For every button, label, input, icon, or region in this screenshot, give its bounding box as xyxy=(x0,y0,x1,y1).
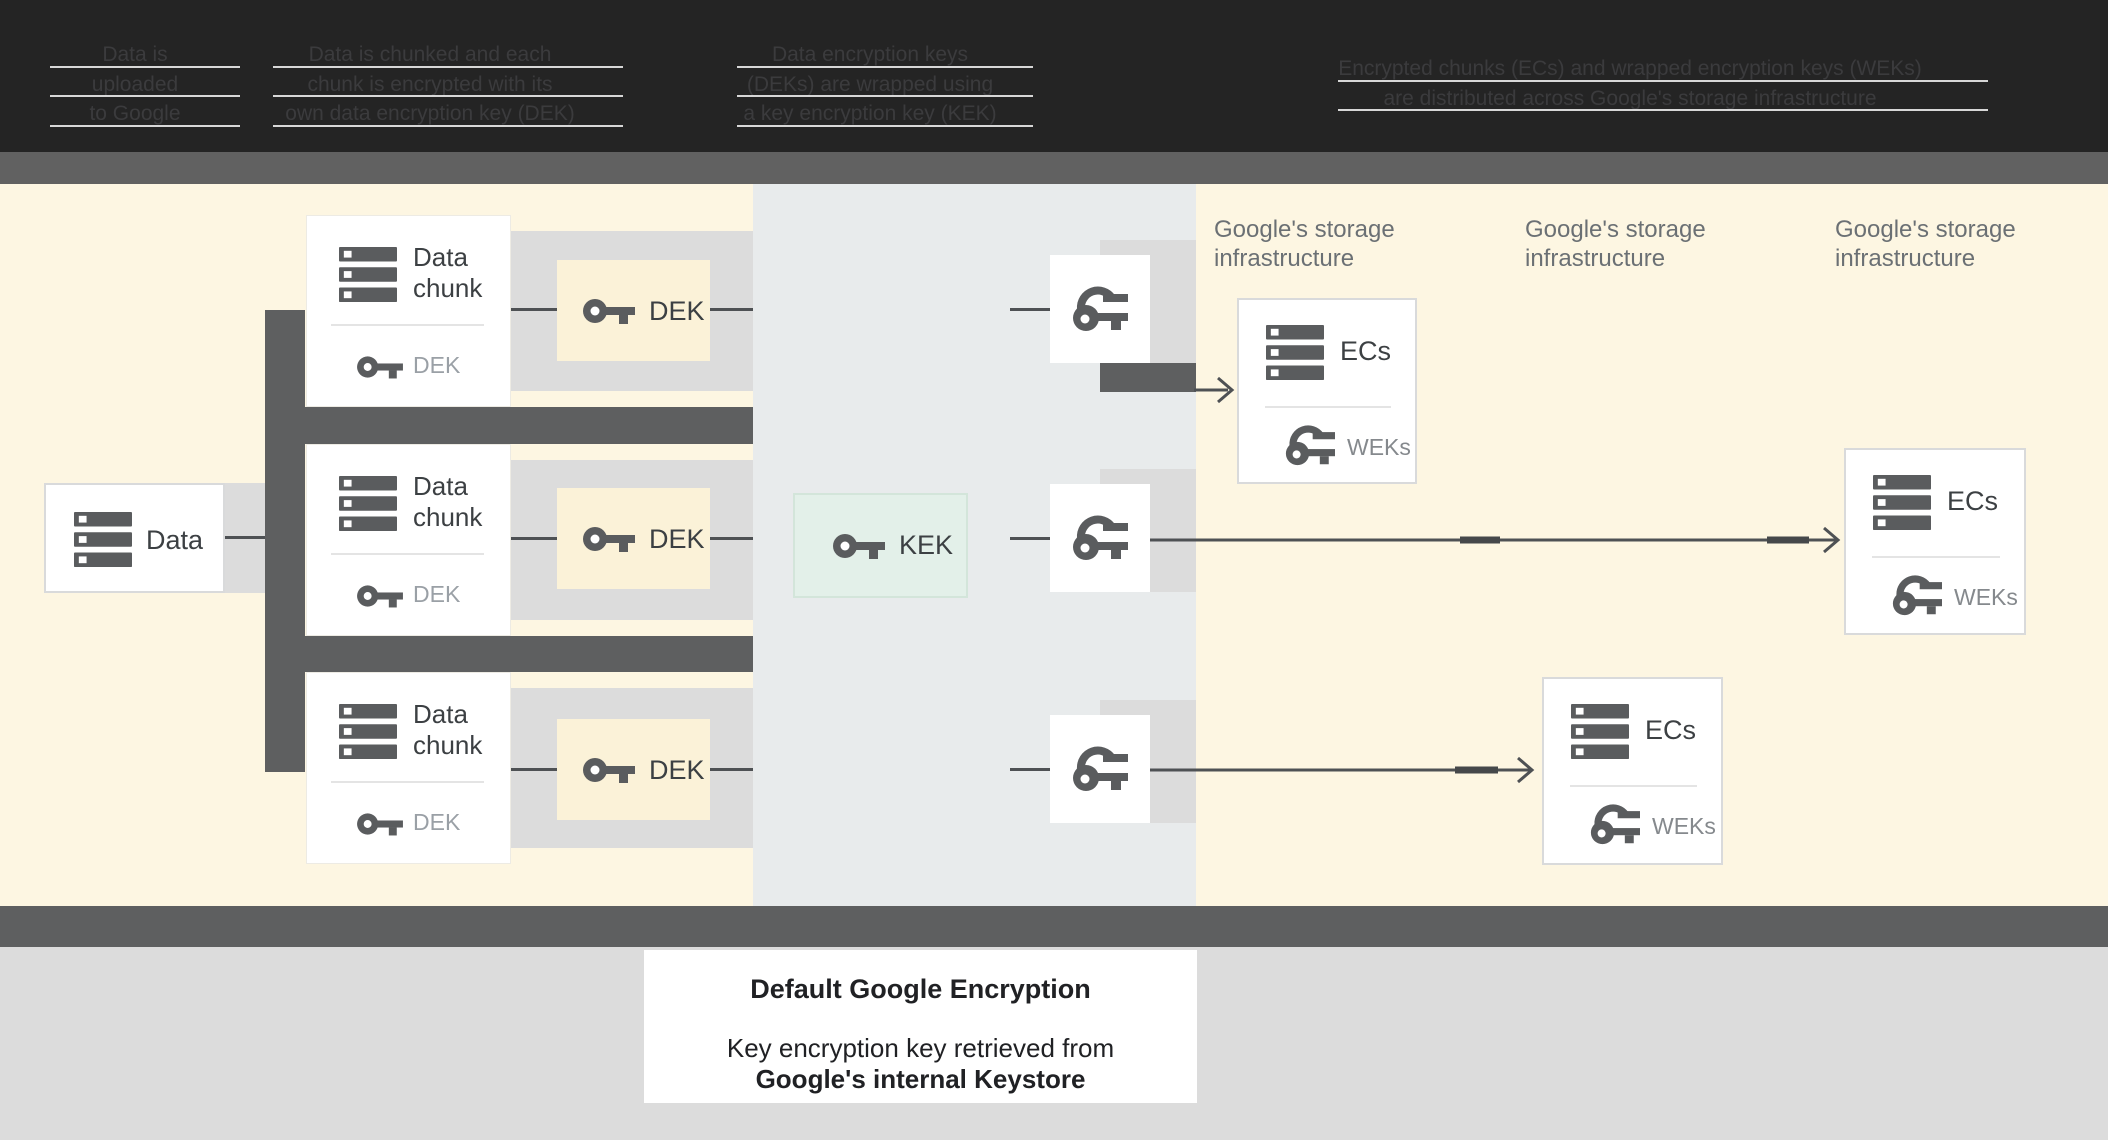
header-step-1-line-1: Data is xyxy=(40,40,240,70)
line-into-wrapped-key3 xyxy=(1010,768,1050,771)
key-icon xyxy=(583,753,635,792)
row-gap-bar-2 xyxy=(265,636,753,672)
ecs-divider xyxy=(1570,785,1697,787)
encrypted-chunks-icon xyxy=(1873,474,1931,536)
header-step-3-line-3: a key encryption key (KEK) xyxy=(722,99,1033,129)
wrapped-key-box-2 xyxy=(1050,484,1150,592)
ecs-divider xyxy=(1872,556,2000,558)
header-step-1-line-3: to Google xyxy=(40,99,240,129)
data-box: Data xyxy=(44,483,225,593)
weks-key-icon xyxy=(1892,574,1942,622)
wrapped-key-icon xyxy=(1072,514,1128,567)
weks-label: WEKs xyxy=(1652,813,1716,839)
storage-infrastructure-label-3: Google's storage infrastructure xyxy=(1835,216,2016,272)
line-kek-to-wrapped-key2 xyxy=(1010,537,1050,540)
wrapped-key1-elbow xyxy=(1100,363,1196,392)
dek-chip-2: DEK xyxy=(557,488,710,589)
ecs-title: ECs xyxy=(1645,715,1697,745)
header-step-1-line-2: uploaded xyxy=(40,70,240,100)
key-icon xyxy=(583,294,635,333)
header-step-3: Data encryption keys (DEKs) are wrapped … xyxy=(722,40,1033,129)
data-chunk-card-1: Data chunk DEK xyxy=(306,215,511,407)
data-stack-icon xyxy=(74,511,132,573)
weks-label: WEKs xyxy=(1347,434,1411,460)
header-step-3-line-1: Data encryption keys xyxy=(722,40,1033,70)
header-step-1: Data is uploaded to Google xyxy=(40,40,240,129)
data-chunk-title: Data chunk xyxy=(413,242,483,303)
header-step-2-line-3: own data encryption key (DEK) xyxy=(255,99,623,129)
wrapped-key-box-1 xyxy=(1050,255,1150,363)
dek-key-icon xyxy=(357,809,403,844)
kek-chip-label: KEK xyxy=(899,530,954,560)
caption-title: Default Google Encryption xyxy=(750,974,1091,1004)
header-step-3-line-2: (DEKs) are wrapped using xyxy=(722,70,1033,100)
arrow-to-ecs-2 xyxy=(1150,526,1841,554)
wrapped-key-box-3 xyxy=(1050,715,1150,823)
header-step-2-line-1: Data is chunked and each xyxy=(255,40,623,70)
storage-infrastructure-label-1: Google's storage infrastructure xyxy=(1214,216,1395,272)
header-step-2-line-2: chunk is encrypted with its xyxy=(255,70,623,100)
weks-label: WEKs xyxy=(1954,584,2018,610)
data-chunk-icon xyxy=(339,246,397,308)
key-icon xyxy=(833,529,885,568)
data-chunk-card-2: Data chunk DEK xyxy=(306,444,511,636)
chunk-dek-label: DEK xyxy=(413,809,461,835)
line-chunk1-to-dek1 xyxy=(511,308,557,311)
data-chunk-title: Data chunk xyxy=(413,471,483,532)
row-gap-bar-1 xyxy=(265,407,753,444)
data-chunk-card-3: Data chunk DEK xyxy=(306,672,511,864)
data-chunk-title: Data chunk xyxy=(413,699,483,760)
dek-chip-label: DEK xyxy=(649,524,705,554)
ecs-box-3: ECs WEKs xyxy=(1542,677,1723,865)
weks-key-icon xyxy=(1590,803,1640,851)
dek-chip-3: DEK xyxy=(557,719,710,820)
data-chunk-icon xyxy=(339,475,397,537)
line-dek3-to-kms xyxy=(710,768,753,771)
chunk-dek-label: DEK xyxy=(413,352,461,378)
header-band xyxy=(0,0,2108,152)
data-chunk-icon xyxy=(339,703,397,765)
key-icon xyxy=(583,522,635,561)
kek-chip: KEK xyxy=(793,493,968,598)
line-data-to-trunk xyxy=(225,536,265,539)
ecs-box-2: ECs WEKs xyxy=(1844,448,2026,635)
wrapped-key-icon xyxy=(1072,285,1128,338)
storage-infrastructure-label-2: Google's storage infrastructure xyxy=(1525,216,1706,272)
chunk-divider xyxy=(331,553,484,555)
caption-body-line-1: Key encryption key retrieved from xyxy=(726,1033,1115,1063)
dek-key-icon xyxy=(357,581,403,616)
header-divider-band xyxy=(0,152,2108,184)
footer-divider-band xyxy=(0,906,2108,947)
line-into-wrapped-key1 xyxy=(1010,308,1050,311)
ecs-box-1: ECs WEKs xyxy=(1237,298,1417,484)
chunk-dek-label: DEK xyxy=(413,581,461,607)
wrapped-key-icon xyxy=(1072,745,1128,798)
dek-chip-label: DEK xyxy=(649,755,705,785)
weks-key-icon xyxy=(1285,424,1335,472)
dek-key-icon xyxy=(357,352,403,387)
arrow-to-ecs-1 xyxy=(1194,376,1235,404)
header-step-4-line-1: Encrypted chunks (ECs) and wrapped encry… xyxy=(1305,54,1988,84)
header-step-2: Data is chunked and each chunk is encryp… xyxy=(255,40,623,129)
dek-chip-label: DEK xyxy=(649,296,705,326)
ecs-title: ECs xyxy=(1340,336,1392,366)
header-step-4-line-2: are distributed across Google's storage … xyxy=(1305,84,1988,114)
line-dek2-to-kms xyxy=(710,537,753,540)
encrypted-chunks-icon xyxy=(1266,324,1324,386)
line-dek1-to-kms xyxy=(710,308,753,311)
arrow-to-ecs-3 xyxy=(1150,756,1535,784)
chunk-fanout-trunk xyxy=(265,310,305,772)
dek-chip-1: DEK xyxy=(557,260,710,361)
chunk-divider xyxy=(331,324,484,326)
encrypted-chunks-icon xyxy=(1571,703,1629,765)
line-chunk2-to-dek2 xyxy=(511,537,557,540)
ecs-title: ECs xyxy=(1947,486,1999,516)
chunk-divider xyxy=(331,781,484,783)
header-step-4: Encrypted chunks (ECs) and wrapped encry… xyxy=(1305,54,1988,114)
caption-card: Default Google Encryption Key encryption… xyxy=(644,950,1197,1103)
line-chunk3-to-dek3 xyxy=(511,768,557,771)
data-box-label: Data xyxy=(146,525,204,555)
caption-body-line-2: Google's internal Keystore xyxy=(755,1064,1086,1094)
ecs-divider xyxy=(1265,406,1391,408)
